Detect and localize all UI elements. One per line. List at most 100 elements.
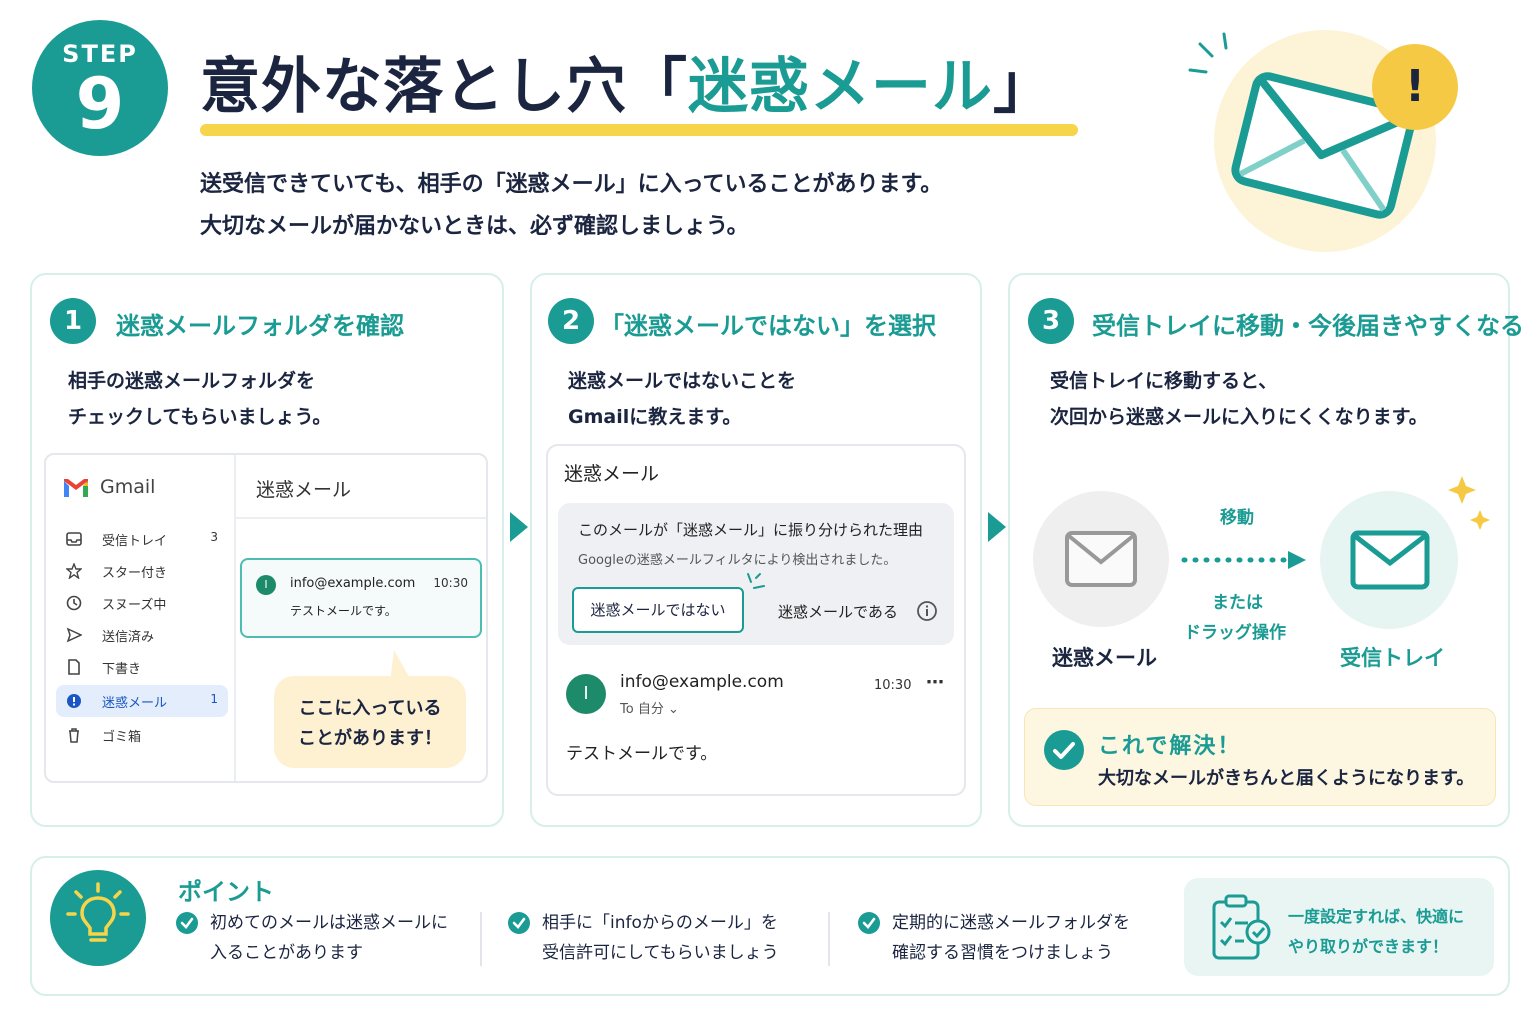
title-pre: 意外な落とし穴「 (200, 52, 688, 122)
point-check-icon-1 (176, 912, 198, 934)
step-label: STEP (62, 40, 138, 68)
teal-envelope-icon (1350, 530, 1430, 590)
panel-title: 迷惑メール (564, 463, 660, 485)
step-text-2a: 迷惑メールではないことを (568, 370, 797, 392)
not-spam-button[interactable]: 迷惑メールではない (572, 587, 744, 633)
points-divider-2 (828, 912, 830, 966)
step-number-1: 1 (50, 298, 96, 344)
point-item-3: 定期的に迷惑メールフォルダを 確認する習慣をつけましょう (892, 908, 1130, 968)
nav-starred[interactable]: スター付き (56, 555, 228, 587)
step-text-3a: 受信トレイに移動すると、 (1050, 370, 1278, 392)
point-item-1: 初めてのメールは迷惑メールに 入ることがあります (210, 908, 448, 968)
solved-box (1024, 708, 1496, 806)
nav-label: 下書き (102, 662, 142, 677)
nav-sent[interactable]: 送信済み (56, 619, 228, 651)
gmail-header-divider (236, 517, 486, 519)
step-number: 9 (75, 63, 125, 145)
point-item-2: 相手に「infoからのメール」を 受信許可にしてもらいましょう (542, 908, 779, 968)
step-text-1b: チェックしてもらいましょう。 (68, 406, 332, 428)
dotted-arrow-icon (1181, 551, 1306, 569)
panel-mail-body: テストメールです。 (566, 744, 718, 764)
nav-inbox[interactable]: 受信トレイ 3 (56, 523, 228, 555)
to-folder-label: 受信トレイ (1340, 646, 1445, 670)
trash-icon (69, 728, 79, 743)
more-options-icon[interactable]: ⋯ (926, 672, 944, 693)
step-number-2: 2 (548, 298, 594, 344)
envelope-icon (1231, 72, 1416, 219)
bubble-line-1: ここに入っている (298, 698, 442, 719)
nav-count: 3 (210, 530, 218, 544)
step-badge: STEP 9 (32, 20, 168, 156)
from-folder-label: 迷惑メール (1052, 646, 1157, 670)
click-spark-icon (747, 573, 765, 589)
nav-label: ゴミ箱 (102, 730, 142, 745)
title-post: 」 (993, 52, 1054, 122)
nav-drafts[interactable]: 下書き (56, 651, 228, 683)
point-1-line-2: 入ることがあります (210, 943, 363, 963)
nav-spam[interactable]: 迷惑メール 1 (56, 685, 228, 717)
checklist-icon (1212, 894, 1271, 960)
point-2-line-2: 受信許可にしてもらいましょう (542, 943, 779, 963)
tip-line-2: やり取りができます！ (1288, 937, 1449, 956)
step-title-2: 「迷惑メールではない」を選択 (600, 312, 936, 340)
clock-icon (66, 595, 82, 611)
reason-title: このメールが「迷惑メール」に振り分けられた理由 (578, 521, 924, 539)
draft-icon (68, 659, 80, 675)
nav-snoozed[interactable]: スヌーズ中 (56, 587, 228, 619)
send-icon (66, 627, 82, 643)
lightbulb-icon (50, 870, 146, 966)
gmail-logo-icon (64, 479, 88, 497)
point-3-line-1: 定期的に迷惑メールフォルダを (892, 913, 1130, 933)
exclamation-badge: ! (1372, 44, 1458, 130)
nav-label: スヌーズ中 (102, 598, 167, 613)
mail-time: 10:30 (433, 576, 468, 590)
step-number-3: 3 (1028, 298, 1074, 344)
solved-title: これで解決！ (1098, 734, 1242, 759)
nav-trash[interactable]: ゴミ箱 (56, 719, 228, 751)
point-check-icon-2 (508, 912, 530, 934)
intro-line-2: 大切なメールが届かないときは、必ず確認しましょう。 (200, 214, 749, 239)
gmail-folder-title: 迷惑メール (256, 479, 352, 501)
gmail-logo-text: Gmail (100, 476, 156, 498)
info-icon[interactable] (916, 600, 938, 622)
mail-to-text: To 自分 (620, 702, 664, 717)
step-text-1a: 相手の迷惑メールフォルダを (68, 370, 316, 392)
step-text-3b: 次回から迷惑メールに入りにくくなります。 (1050, 406, 1428, 428)
spam-icon (67, 694, 81, 708)
is-spam-button[interactable]: 迷惑メールである (778, 603, 898, 621)
mail-subject: テストメールです。 (290, 604, 397, 618)
step-arrow-icon-1 (510, 512, 528, 542)
panel-mail-from: info@example.com (620, 672, 784, 692)
spam-mail-row[interactable]: I info@example.com 10:30 テストメールです。 (240, 558, 482, 638)
step-arrow-icon-2 (988, 512, 1006, 542)
nav-label: 送信済み (102, 630, 155, 645)
points-title: ポイント (178, 878, 274, 906)
inbox-icon (66, 532, 82, 546)
callout-bubble: ここに入っている ことがあります！ (274, 676, 466, 768)
star-icon (66, 563, 82, 579)
bubble-line-2: ことがあります！ (298, 728, 442, 749)
title-highlight: 迷惑メール (688, 52, 993, 122)
or-label: または (1212, 593, 1263, 613)
intro-line-1: 送受信できていても、相手の「迷惑メール」に入っていることがあります。 (200, 172, 943, 197)
sender-avatar-large: I (566, 674, 606, 714)
page-title: 意外な落とし穴「迷惑メール」 (200, 38, 1054, 125)
solved-text: 大切なメールがきちんと届くようになります。 (1098, 768, 1475, 789)
mail-sender: info@example.com (290, 576, 416, 591)
point-3-line-2: 確認する習慣をつけましょう (892, 943, 1113, 963)
sparkle-icon (1448, 476, 1490, 530)
nav-label: スター付き (102, 566, 168, 581)
move-label: 移動 (1220, 508, 1254, 528)
point-check-icon-3 (858, 912, 880, 934)
tip-box (1184, 878, 1494, 976)
step-title-3: 受信トレイに移動・今後届きやすくなる (1092, 312, 1524, 340)
nav-count: 1 (210, 692, 218, 706)
gmail-sidebar: Gmail 受信トレイ 3 スター付き スヌーズ中 送信済み 下書き 迷惑メール… (46, 455, 236, 781)
sender-avatar: I (256, 575, 276, 595)
bubble-tail (390, 650, 412, 682)
step-title-1: 迷惑メールフォルダを確認 (116, 312, 404, 340)
panel-mail-time: 10:30 (874, 678, 912, 693)
panel-mail-to[interactable]: To 自分 ⌄ (620, 698, 679, 717)
alert-lines-icon (1188, 32, 1228, 74)
title-underline (200, 124, 1078, 136)
